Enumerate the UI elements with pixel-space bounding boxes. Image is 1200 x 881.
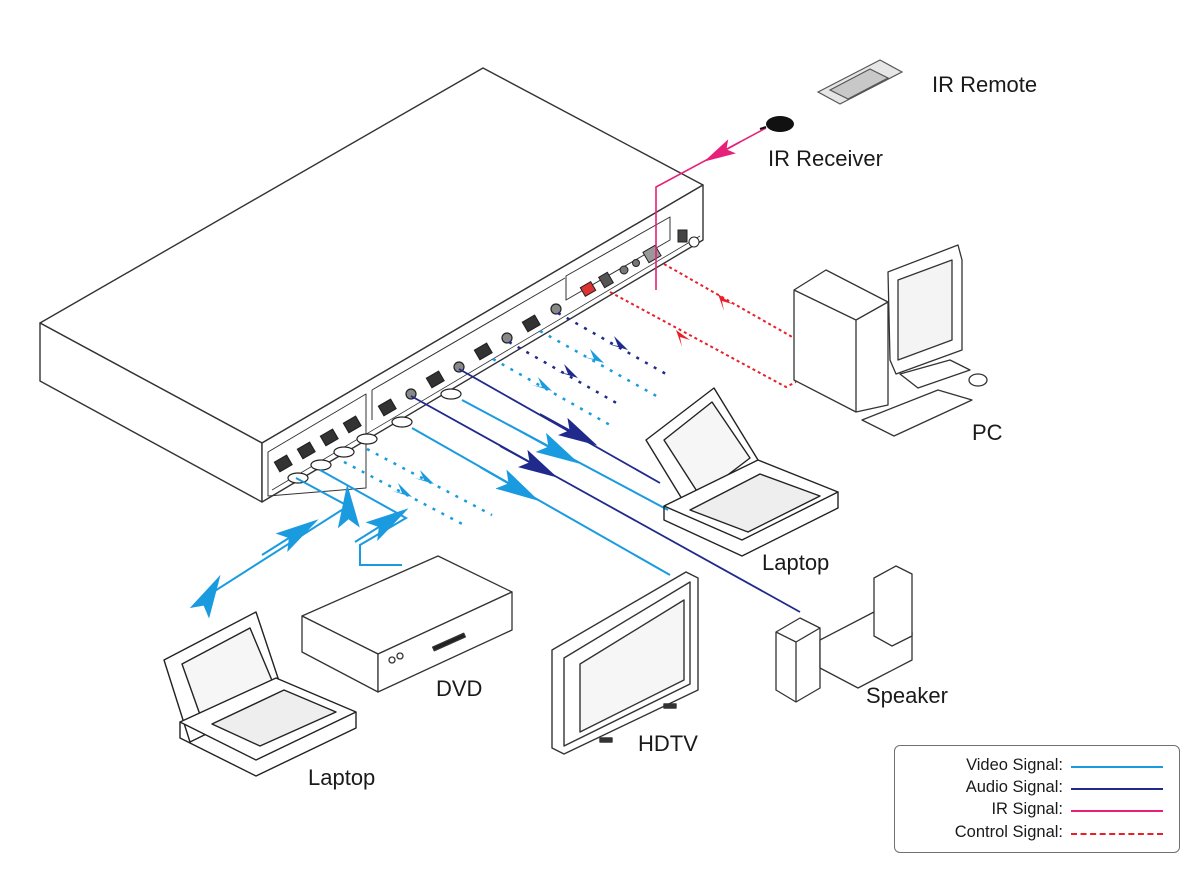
hdtv-label: HDTV (638, 731, 698, 756)
ir-remote-label: IR Remote (932, 72, 1038, 97)
speaker-left (775, 617, 821, 703)
audio-dashed-lines (508, 311, 667, 407)
hdmi-output-port-2 (425, 370, 462, 400)
laptop-input-device (163, 611, 357, 777)
legend-line-audio (1071, 788, 1163, 790)
video-arrow (414, 470, 434, 484)
control-signal-lines (609, 263, 797, 389)
legend-label-audio: Audio Signal: (965, 778, 1063, 796)
power-switch (688, 236, 700, 248)
legend-line-ir (1071, 810, 1163, 812)
hdmi-output-port-1 (377, 398, 413, 428)
speaker-right (873, 565, 913, 647)
video-arrow (584, 349, 604, 363)
dvd-label: DVD (436, 676, 483, 701)
control-line-pc-rs232 (609, 291, 797, 389)
signal-legend: Video Signal: Audio Signal: IR Signal: C… (894, 745, 1180, 853)
control-arrow (676, 330, 690, 347)
pc-keyboard (861, 389, 973, 437)
switcher-rear-panel (261, 184, 704, 503)
legend-line-control (1071, 833, 1163, 835)
video-arrow (392, 483, 412, 497)
laptop-output-label: Laptop (762, 550, 830, 575)
audio-arrow (558, 364, 578, 378)
video-arrow (532, 377, 552, 391)
hdmi-input-port-3 (319, 428, 355, 458)
audio-signal-lines (410, 368, 801, 613)
audio-line-output2-to-laptop (458, 368, 661, 484)
control-ports (579, 229, 700, 298)
terminal-block (597, 271, 615, 289)
laptop-output-device (645, 387, 839, 557)
hdmi-output-port-4 (521, 314, 541, 333)
legend-label-video: Video Signal: (966, 756, 1063, 774)
control-line-pc-lan (663, 263, 795, 339)
pc-mouse (968, 373, 988, 387)
audio-line-output1-to-speaker (410, 395, 801, 613)
legend-label-ir: IR Signal: (991, 800, 1063, 818)
pc-tower (793, 269, 889, 413)
pc-monitor-stand (899, 359, 971, 389)
laptop-input-label: Laptop (308, 765, 376, 790)
audio-output-port-4 (550, 303, 562, 315)
hdmi-input-port-4 (342, 415, 378, 445)
matrix-switcher (39, 67, 704, 503)
ir-port (619, 265, 629, 275)
ir-remote-device (816, 59, 904, 105)
legend-label-control: Control Signal: (954, 823, 1063, 841)
speaker-label: Speaker (866, 683, 948, 708)
video-signal-lines (189, 399, 671, 619)
power-port (677, 229, 688, 243)
video-line-output2-to-laptop (461, 399, 669, 511)
pc-device (793, 244, 988, 437)
video-line-dvd-to-input2 (319, 469, 409, 566)
control-arrow (718, 294, 732, 311)
speaker-device (775, 565, 913, 703)
video-line-output1-to-hdtv (411, 427, 671, 576)
pc-label: PC (972, 420, 1003, 445)
audio-output-port-3 (501, 332, 513, 344)
legend-line-video (1071, 766, 1163, 768)
rs232-port (579, 280, 597, 298)
ir-receiver-device (759, 116, 794, 132)
ir-signal-line (655, 127, 767, 290)
hdtv-device (551, 571, 699, 755)
dvd-device (301, 555, 513, 693)
ir-receiver-label: IR Receiver (768, 146, 883, 171)
output-ports (377, 303, 562, 428)
hdmi-output-port-3 (473, 342, 493, 361)
audio-arrow (608, 336, 628, 350)
